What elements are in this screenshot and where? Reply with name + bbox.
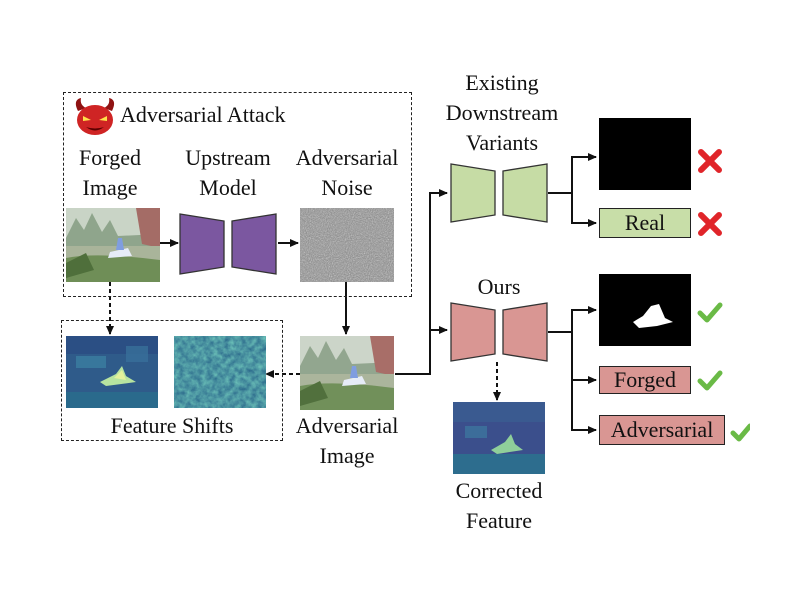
ours-model bbox=[450, 302, 548, 362]
adversarial-attack-box bbox=[63, 92, 412, 297]
existing-variants-label: Existing Downstream Variants bbox=[445, 70, 559, 155]
feature-shifts-box bbox=[61, 320, 283, 441]
forged-output-tag: Forged bbox=[599, 366, 691, 394]
check-icon bbox=[697, 370, 723, 391]
upstream-model bbox=[179, 213, 277, 275]
ours-label: Ours bbox=[477, 274, 521, 299]
cross-icon bbox=[698, 149, 722, 173]
adversarial-output-tag: Adversarial bbox=[599, 415, 725, 445]
forged-image-thumbnail bbox=[66, 208, 160, 282]
existing-downstream-model bbox=[450, 163, 548, 223]
corrected-feature-map bbox=[453, 402, 545, 474]
feature-shifts-label: Feature Shifts bbox=[110, 413, 234, 438]
cross-icon bbox=[698, 212, 722, 236]
existing-mask-output bbox=[599, 118, 691, 190]
adversarial-image-thumbnail bbox=[300, 336, 394, 410]
devil-icon bbox=[75, 98, 115, 135]
check-icon bbox=[697, 302, 723, 323]
adversarial-noise-thumbnail bbox=[300, 208, 394, 282]
real-output-tag: Real bbox=[599, 208, 691, 238]
attack-title: Adversarial Attack bbox=[120, 102, 286, 127]
original-feature-map bbox=[66, 336, 158, 408]
ours-mask-output bbox=[599, 274, 691, 346]
shifted-feature-map bbox=[174, 336, 266, 408]
check-icon bbox=[730, 423, 750, 442]
